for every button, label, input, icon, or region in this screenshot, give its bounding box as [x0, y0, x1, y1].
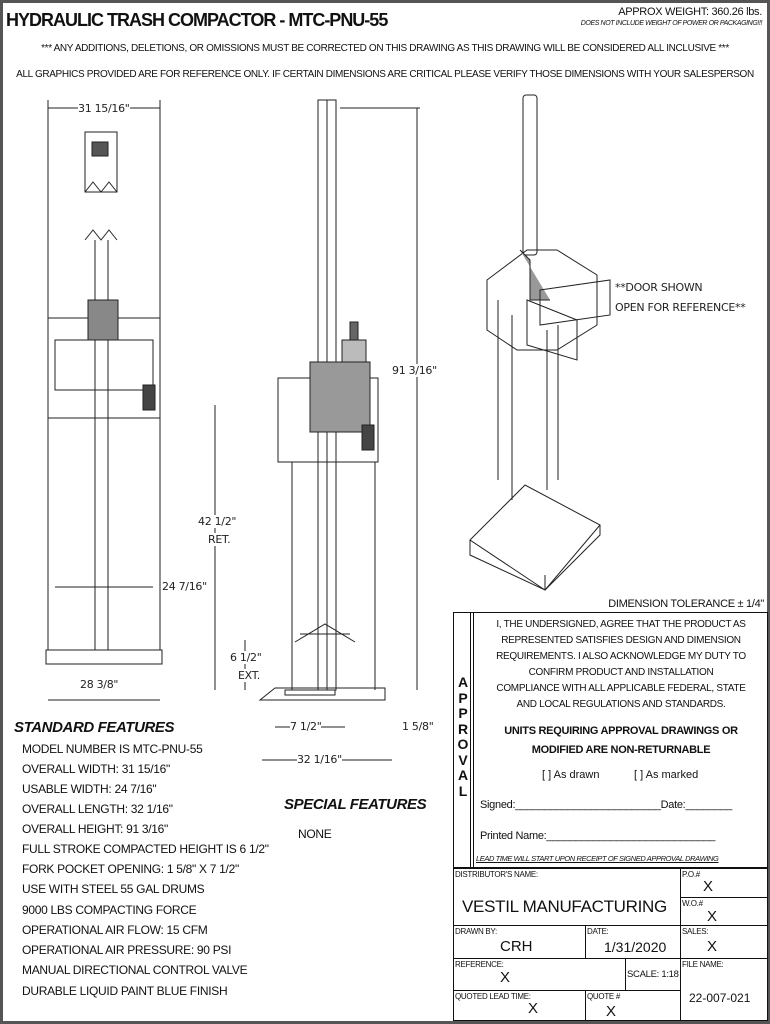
file-name-label: FILE NAME:	[682, 960, 724, 969]
quote-value: X	[606, 1003, 617, 1020]
scale-value: SCALE: 1:18	[627, 969, 679, 980]
dim-overall-width: 31 15/16"	[78, 102, 130, 115]
weight-note: DOES NOT INCLUDE WEIGHT OF POWER OR PACK…	[580, 20, 763, 27]
standard-features-heading: STANDARD FEATURES	[14, 719, 175, 736]
feature-item: USE WITH STEEL 55 GAL DRUMS	[22, 882, 205, 896]
approval-statement: AND LOCAL REGULATIONS AND STANDARDS.	[516, 699, 726, 710]
wo-value: X	[707, 908, 718, 925]
sales-value: X	[707, 938, 718, 955]
file-name-value: 22-007-021	[689, 991, 751, 1005]
special-features-value: NONE	[298, 827, 332, 841]
door-note-1: **DOOR SHOWN	[615, 281, 703, 294]
option-as-drawn[interactable]: [ ] As drawn	[542, 769, 600, 781]
quote-label: QUOTE #	[587, 992, 621, 1001]
drawn-by-value: CRH	[500, 938, 533, 955]
approval-statement: REQUIREMENTS. I ALSO ACKNOWLEDGE MY DUTY…	[496, 651, 746, 662]
dim-base-width: 28 3/8"	[80, 678, 119, 691]
wo-label: W.O.#	[682, 899, 703, 908]
option-as-marked[interactable]: [ ] As marked	[634, 769, 699, 781]
feature-item: MODEL NUMBER IS MTC-PNU-55	[22, 742, 203, 756]
isometric-view	[469, 94, 611, 591]
dim-fork-width: 7 1/2"	[290, 720, 322, 733]
distributor-label: DISTRIBUTOR'S NAME:	[455, 870, 538, 879]
approval-warning-1: UNITS REQUIRING APPROVAL DRAWINGS OR	[504, 725, 738, 737]
dim-extended: 6 1/2"	[230, 651, 262, 664]
sales-label: SALES:	[682, 927, 709, 936]
special-features-heading: SPECIAL FEATURES	[284, 796, 427, 813]
dim-height: 91 3/16"	[392, 364, 437, 377]
feature-item: MANUAL DIRECTIONAL CONTROL VALVE	[22, 963, 248, 977]
door-note-2: OPEN FOR REFERENCE**	[615, 301, 746, 314]
dim-retracted-label: RET.	[208, 533, 231, 546]
lead-time-note: LEAD TIME WILL START UPON RECEIPT OF SIG…	[476, 854, 719, 863]
dim-retracted: 42 1/2"	[198, 515, 237, 528]
dimension-tolerance: DIMENSION TOLERANCE ± 1/4"	[608, 598, 764, 610]
feature-item: FULL STROKE COMPACTED HEIGHT IS 6 1/2"	[22, 842, 269, 856]
approval-statement: I, THE UNDERSIGNED, AGREE THAT THE PRODU…	[496, 619, 746, 630]
date-label: DATE:	[587, 927, 609, 936]
feature-item: USABLE WIDTH: 24 7/16"	[22, 782, 157, 796]
po-label: P.O.#	[682, 870, 700, 879]
approval-warning-2: MODIFIED ARE NON-RETURNABLE	[531, 744, 711, 756]
reference-label: REFERENCE:	[455, 960, 504, 969]
printed-name-field[interactable]: Printed Name:___________________________…	[480, 830, 716, 842]
feature-item: OPERATIONAL AIR PRESSURE: 90 PSI	[22, 943, 232, 957]
feature-item: FORK POCKET OPENING: 1 5/8" X 7 1/2"	[22, 862, 239, 876]
feature-item: OVERALL HEIGHT: 91 3/16"	[22, 822, 169, 836]
feature-item: OVERALL WIDTH: 31 15/16"	[22, 762, 171, 776]
disclaimer-1: *** ANY ADDITIONS, DELETIONS, OR OMISSIO…	[41, 43, 729, 54]
reference-value: X	[500, 969, 511, 986]
feature-item: 9000 LBS COMPACTING FORCE	[22, 903, 197, 917]
disclaimer-2: ALL GRAPHICS PROVIDED ARE FOR REFERENCE …	[16, 69, 754, 80]
approx-weight: APPROX WEIGHT: 360.26 lbs.	[618, 6, 762, 18]
dim-extended-label: EXT.	[238, 669, 261, 682]
quoted-lead-time-value: X	[528, 1000, 539, 1017]
drawn-by-label: DRAWN BY:	[455, 927, 497, 936]
date-value: 1/31/2020	[604, 939, 667, 955]
feature-item: OVERALL LENGTH: 32 1/16"	[22, 802, 173, 816]
approval-statement: COMPLIANCE WITH ALL APPLICABLE FEDERAL, …	[496, 683, 746, 694]
feature-item: DURABLE LIQUID PAINT BLUE FINISH	[22, 984, 228, 998]
dim-fork-height: 1 5/8"	[402, 720, 434, 733]
approval-statement: CONFIRM PRODUCT AND INSTALLATION	[528, 667, 714, 678]
dim-usable-width: 24 7/16"	[162, 580, 207, 593]
distributor-name: VESTIL MANUFACTURING	[462, 897, 667, 916]
front-view	[45, 100, 163, 701]
page-title: HYDRAULIC TRASH COMPACTOR - MTC-PNU-55	[6, 10, 388, 30]
approval-statement: REPRESENTED SATISFIES DESIGN AND DIMENSI…	[501, 635, 741, 646]
signed-field[interactable]: Signed:_________________________Date:___…	[480, 799, 732, 811]
po-value: X	[703, 878, 714, 895]
quoted-lead-time-label: QUOTED LEAD TIME:	[455, 992, 531, 1001]
feature-item: OPERATIONAL AIR FLOW: 15 CFM	[22, 923, 208, 937]
dim-overall-length: 32 1/16"	[297, 753, 342, 766]
